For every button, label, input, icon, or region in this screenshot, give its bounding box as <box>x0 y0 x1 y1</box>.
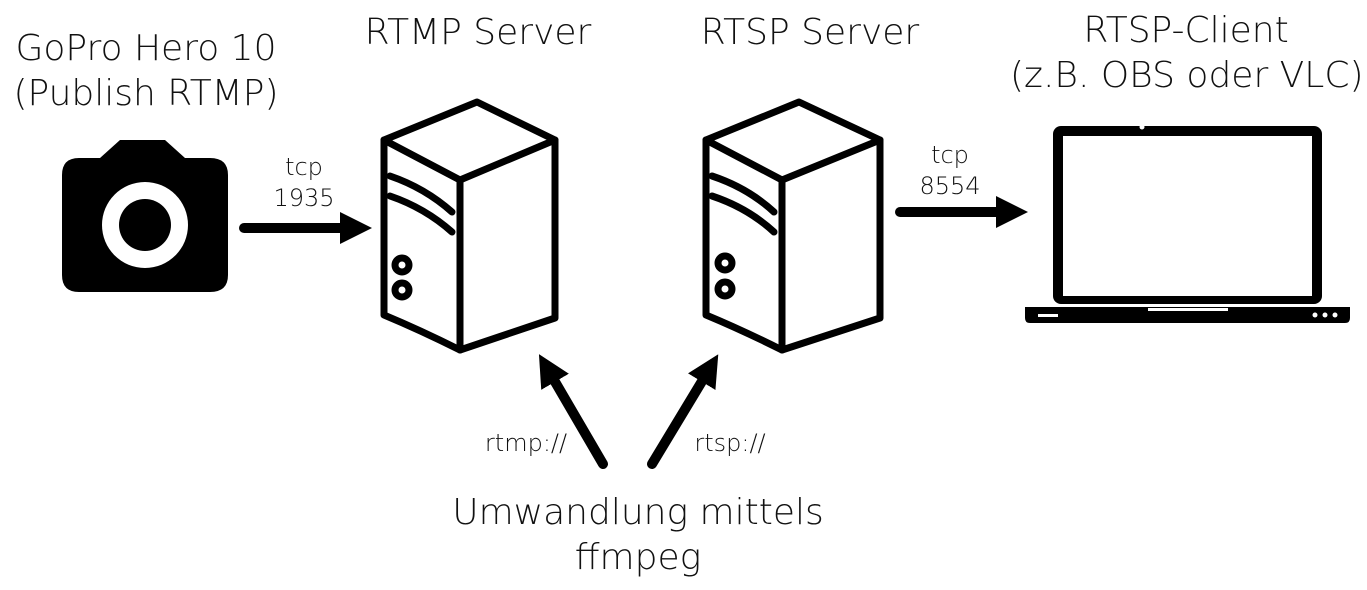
converter-description: Umwandlung mittels <box>452 492 824 533</box>
arrow-ffmpeg-to-rtmp <box>538 354 608 469</box>
rtmp-server-title: RTMP Server <box>364 12 592 53</box>
laptop-icon <box>1025 124 1350 323</box>
camera-icon <box>62 140 228 292</box>
gopro-name: GoPro Hero 10 <box>15 28 277 69</box>
edge-label-rtmp-scheme: rtmp:// <box>484 429 568 457</box>
rtsp-server-title: RTSP Server <box>700 12 920 53</box>
rtsp-client-name: RTSP-Client <box>1083 10 1289 51</box>
port-label: 1935 <box>273 184 335 213</box>
server-icon <box>702 98 884 354</box>
rtsp-client-examples: (z.B. OBS oder VLC) <box>1010 55 1364 96</box>
protocol-label: tcp <box>931 141 969 169</box>
converter-tool: ffmpeg <box>574 537 702 578</box>
edge-label-rtsp-to-client: tcp 8554 <box>910 140 990 202</box>
gopro-label: GoPro Hero 10 (Publish RTMP) <box>0 26 292 116</box>
edge-label-rtsp-scheme: rtsp:// <box>694 429 766 457</box>
server-icon <box>380 98 559 354</box>
arrow-ffmpeg-to-rtsp <box>647 354 719 469</box>
rtsp-client-label: RTSP-Client (z.B. OBS oder VLC) <box>1010 8 1364 98</box>
protocol-label: tcp <box>285 153 323 181</box>
port-label: 8554 <box>919 172 981 201</box>
converter-label: Umwandlung mittels ffmpeg <box>418 490 858 580</box>
edge-label-camera-to-rtmp: tcp 1935 <box>264 152 344 214</box>
gopro-role: (Publish RTMP) <box>13 73 279 114</box>
